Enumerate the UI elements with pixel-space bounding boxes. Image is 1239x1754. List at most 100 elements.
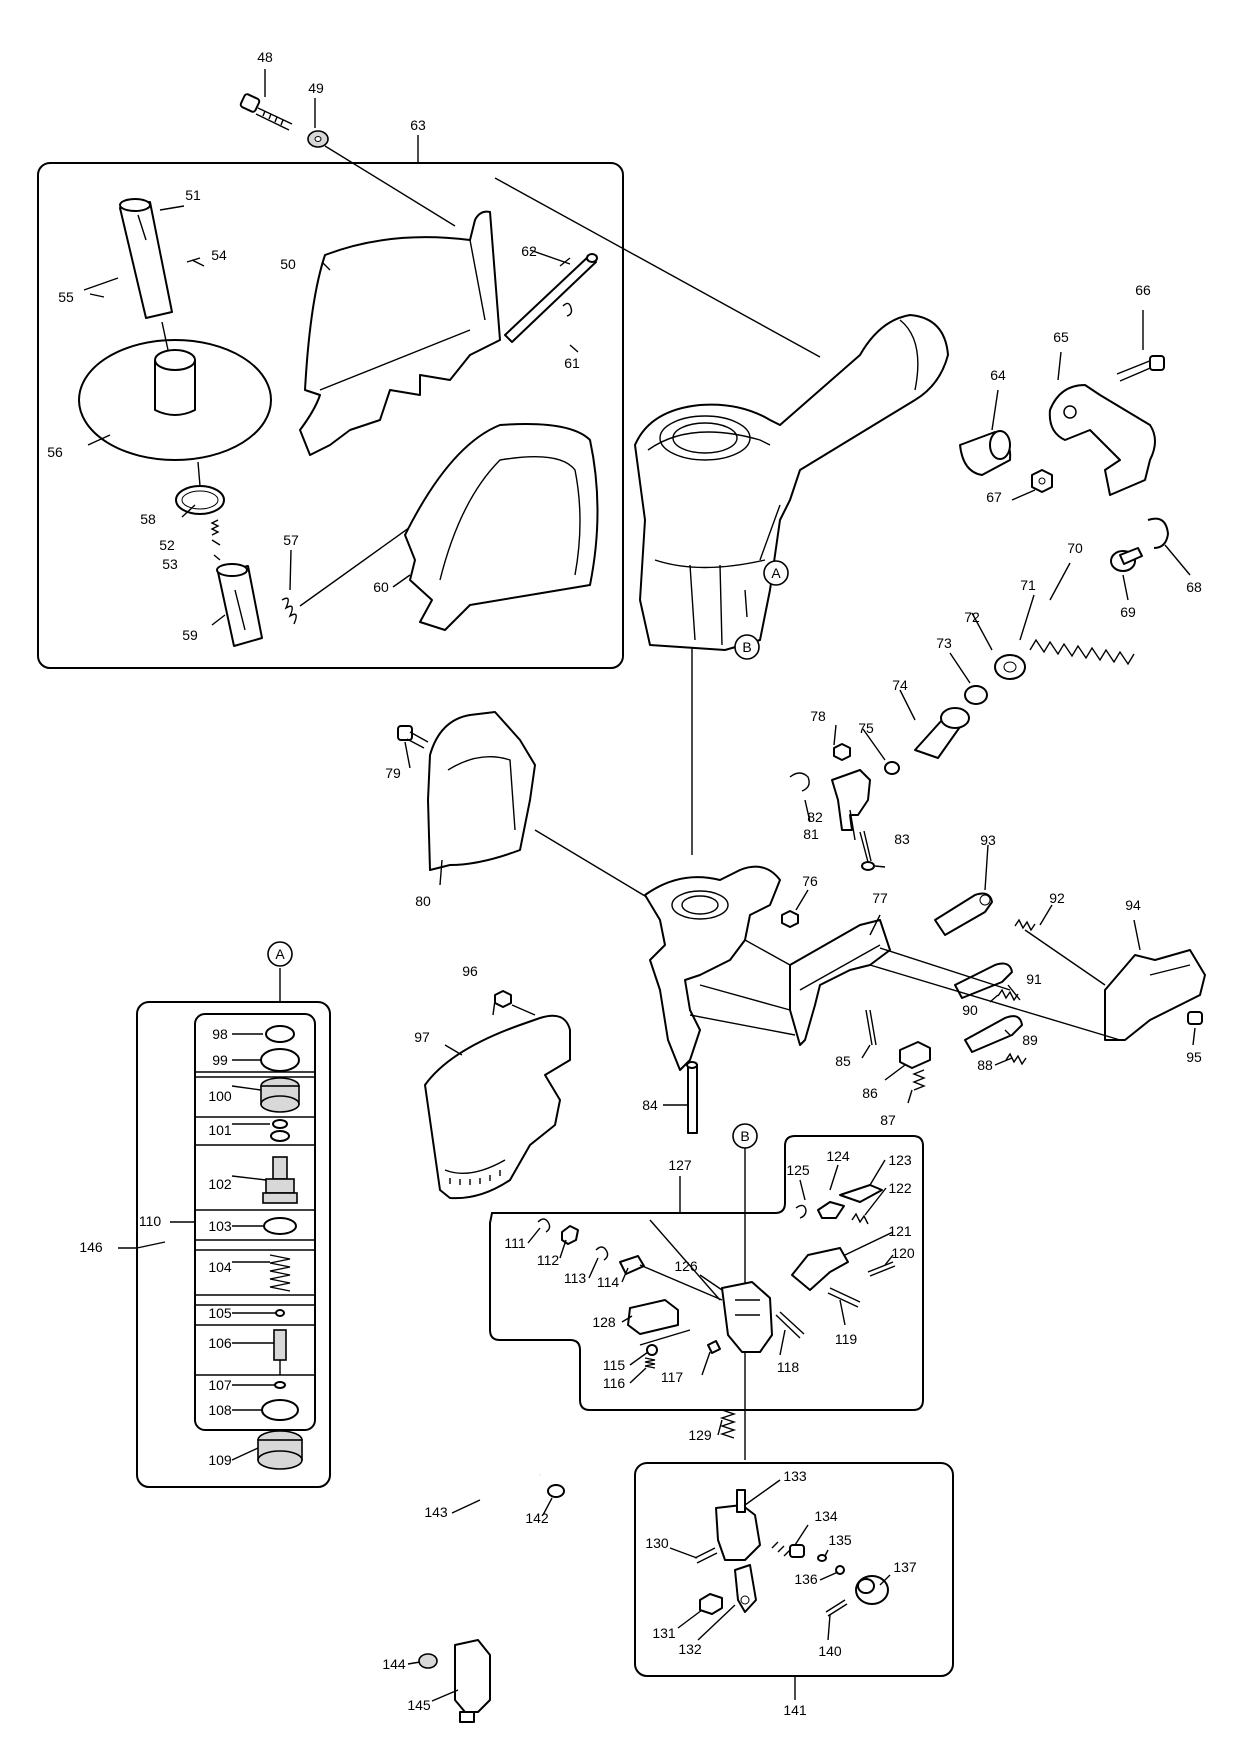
part-128-pad[interactable] bbox=[627, 1299, 679, 1335]
part-105-ring[interactable] bbox=[275, 1309, 285, 1317]
part-94-bracket[interactable] bbox=[1104, 949, 1206, 1041]
label-99: 99 bbox=[212, 1052, 228, 1068]
part-58-ring[interactable] bbox=[175, 485, 225, 515]
part-49-washer[interactable] bbox=[307, 130, 329, 148]
part-79-bolt[interactable] bbox=[397, 725, 429, 749]
part-122-spring[interactable] bbox=[851, 1212, 869, 1225]
part-86-knob[interactable] bbox=[899, 1041, 931, 1069]
part-88-spring[interactable] bbox=[1005, 1052, 1027, 1066]
part-62-rod[interactable] bbox=[504, 253, 598, 343]
part-100-plug[interactable] bbox=[260, 1077, 300, 1113]
part-107-ring[interactable] bbox=[274, 1381, 286, 1389]
part-69-washer[interactable] bbox=[1110, 547, 1143, 572]
label-54: 54 bbox=[211, 247, 227, 263]
part-80-cover[interactable] bbox=[427, 711, 536, 871]
part-78-nut[interactable] bbox=[833, 743, 851, 761]
part-129-spring[interactable] bbox=[719, 1409, 737, 1439]
part-120-pin[interactable] bbox=[867, 1261, 896, 1277]
part-50-cover[interactable] bbox=[299, 210, 501, 456]
label-98: 98 bbox=[212, 1026, 228, 1042]
part-77-bracket[interactable] bbox=[789, 919, 891, 1046]
part-60-cover[interactable] bbox=[404, 423, 599, 631]
part-83-screw[interactable] bbox=[859, 830, 875, 871]
part-81-spring[interactable] bbox=[789, 772, 810, 792]
part-134-screw[interactable] bbox=[771, 1541, 805, 1558]
part-75-oring[interactable] bbox=[884, 761, 900, 775]
part-66-bolt[interactable] bbox=[1116, 355, 1165, 382]
part-125-spring[interactable] bbox=[795, 1204, 807, 1219]
part-130-pin[interactable] bbox=[694, 1547, 718, 1564]
label-89: 89 bbox=[1022, 1032, 1038, 1048]
part-108-oring[interactable] bbox=[261, 1399, 299, 1421]
label-132: 132 bbox=[678, 1641, 702, 1657]
ref-a-box: A bbox=[267, 941, 293, 967]
part-59-holder[interactable] bbox=[216, 563, 263, 647]
part-102-valve[interactable] bbox=[262, 1156, 298, 1204]
part-74-stem[interactable] bbox=[914, 707, 970, 759]
part-133-block[interactable] bbox=[715, 1489, 761, 1561]
part-76-nut[interactable] bbox=[781, 910, 799, 928]
part-112-clip[interactable] bbox=[561, 1225, 579, 1245]
part-137-knob[interactable] bbox=[855, 1575, 889, 1605]
part-109-cap[interactable] bbox=[257, 1430, 303, 1470]
part-101-ring[interactable] bbox=[272, 1119, 288, 1129]
part-143-hose[interactable] bbox=[462, 1459, 541, 1635]
part-98-oring[interactable] bbox=[265, 1025, 295, 1043]
part-56-disc[interactable] bbox=[78, 339, 272, 461]
part-103-oring[interactable] bbox=[263, 1217, 297, 1235]
part-51-pin[interactable] bbox=[119, 198, 173, 319]
label-72: 72 bbox=[964, 609, 980, 625]
part-126-block[interactable] bbox=[721, 1281, 773, 1353]
part-118-pin[interactable] bbox=[775, 1311, 805, 1339]
part-main-housing[interactable] bbox=[634, 314, 949, 651]
part-96-screw[interactable] bbox=[494, 990, 512, 1008]
part-115-ball[interactable] bbox=[646, 1344, 658, 1356]
part-104-spring[interactable] bbox=[269, 1254, 291, 1292]
callout-labels: 48 49 63 51 54 55 50 62 61 56 58 52 53 5… bbox=[47, 49, 1202, 1718]
part-65-lever[interactable] bbox=[1048, 384, 1156, 496]
part-145-valve[interactable] bbox=[454, 1639, 491, 1723]
part-123-lever[interactable] bbox=[839, 1184, 883, 1203]
part-57-spring[interactable] bbox=[281, 597, 297, 625]
part-132-bracket[interactable] bbox=[734, 1564, 757, 1613]
part-main-head[interactable] bbox=[644, 865, 781, 1071]
part-93-lever[interactable] bbox=[934, 892, 993, 936]
label-137: 137 bbox=[893, 1559, 917, 1575]
part-92-spring[interactable] bbox=[1014, 918, 1036, 932]
part-116-spring[interactable] bbox=[644, 1357, 656, 1369]
part-64-knob[interactable] bbox=[959, 430, 1012, 476]
part-68-clip[interactable] bbox=[1147, 517, 1169, 549]
part-142-nut[interactable] bbox=[547, 1484, 565, 1498]
part-121-lever[interactable] bbox=[791, 1247, 849, 1291]
part-135-ring[interactable] bbox=[817, 1554, 827, 1562]
part-106-pin[interactable] bbox=[273, 1329, 287, 1375]
part-124-lever[interactable] bbox=[817, 1201, 845, 1219]
part-82-block[interactable] bbox=[831, 769, 871, 831]
part-90-spring[interactable] bbox=[997, 988, 1019, 1002]
part-117-clip[interactable] bbox=[707, 1340, 721, 1354]
part-48-bolt[interactable] bbox=[239, 93, 293, 131]
part-67-nut[interactable] bbox=[1031, 469, 1053, 493]
part-72-washer[interactable] bbox=[994, 654, 1026, 680]
part-131-nut[interactable] bbox=[699, 1593, 723, 1615]
part-119-pin[interactable] bbox=[827, 1287, 861, 1308]
label-106: 106 bbox=[208, 1335, 232, 1351]
part-95-screw[interactable] bbox=[1187, 1011, 1203, 1025]
part-84-rod[interactable] bbox=[686, 1061, 698, 1134]
part-111-spring[interactable] bbox=[537, 1218, 551, 1233]
part-85-pin[interactable] bbox=[865, 1009, 877, 1046]
label-118: 118 bbox=[777, 1359, 800, 1375]
label-74: 74 bbox=[892, 677, 908, 693]
part-144-nut[interactable] bbox=[418, 1653, 438, 1669]
part-87-spring[interactable] bbox=[912, 1069, 926, 1091]
part-61-clip[interactable] bbox=[562, 302, 573, 317]
part-97-guard[interactable] bbox=[424, 1014, 571, 1200]
part-71-spring[interactable] bbox=[1029, 638, 1135, 666]
part-52-spring[interactable] bbox=[210, 519, 220, 536]
part-113-spring[interactable] bbox=[595, 1246, 609, 1261]
part-140-pin[interactable] bbox=[825, 1599, 848, 1617]
box-141 bbox=[634, 1462, 954, 1677]
part-99-oring[interactable] bbox=[260, 1048, 300, 1072]
part-89-lever[interactable] bbox=[964, 1015, 1023, 1053]
part-73-oring[interactable] bbox=[964, 685, 988, 705]
